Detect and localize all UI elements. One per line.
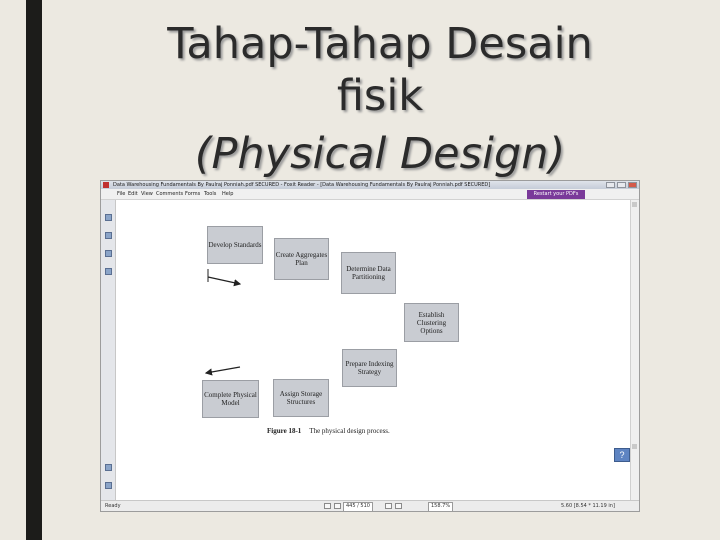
maximize-button[interactable] — [617, 182, 626, 188]
first-page-button[interactable] — [324, 503, 331, 509]
complete-physical-model-box: Complete Physical Model — [202, 380, 259, 418]
menu-file[interactable]: File — [117, 191, 126, 197]
determine-partitioning-box: Determine Data Partitioning — [341, 252, 396, 294]
scroll-up-arrow-icon[interactable] — [632, 202, 637, 207]
establish-clustering-box: Establish Clustering Options — [404, 303, 459, 342]
figure-label: Figure 18-1 — [267, 427, 302, 435]
last-page-button[interactable] — [395, 503, 402, 509]
vertical-scrollbar[interactable] — [630, 200, 639, 500]
zoom-field[interactable]: 158.7% — [428, 502, 454, 511]
arrow-left — [204, 366, 241, 376]
next-page-button[interactable] — [385, 503, 392, 509]
slide-title-line-2: fisik — [336, 71, 424, 121]
app-icon — [103, 182, 109, 188]
slide-title-line-1: Tahap-Tahap Desain — [167, 19, 593, 69]
help-icon[interactable]: ? — [614, 448, 630, 462]
slide-title-line-3: (Physical Design) — [194, 129, 566, 179]
window-title: Data Warehousing Fundamentals By Paulraj… — [113, 182, 491, 188]
page-number-field[interactable]: 445 / 510 — [343, 502, 373, 511]
menu-forms[interactable]: Forms — [185, 191, 201, 197]
signatures-panel-icon[interactable] — [105, 482, 112, 489]
window-titlebar[interactable]: Data Warehousing Fundamentals By Paulraj… — [101, 181, 639, 189]
menu-view[interactable]: View — [141, 191, 153, 197]
arrow-right — [207, 276, 242, 287]
restart-pdfs-button[interactable]: Restart your PDFs — [527, 190, 585, 199]
layers-panel-icon[interactable] — [105, 268, 112, 275]
menu-tools[interactable]: Tools — [204, 191, 217, 197]
minimize-button[interactable] — [606, 182, 615, 188]
pages-panel-icon[interactable] — [105, 214, 112, 221]
develop-standards-box: Develop Standards — [207, 226, 263, 264]
figure-caption: Figure 18-1 The physical design process. — [267, 427, 390, 435]
scroll-down-arrow-icon[interactable] — [632, 444, 637, 449]
security-panel-icon[interactable] — [105, 464, 112, 471]
figure-caption-text: The physical design process. — [309, 427, 390, 435]
menu-bar: File Edit View Comments Forms Tools Help — [101, 189, 639, 200]
bookmarks-panel-icon[interactable] — [105, 232, 112, 239]
attachments-panel-icon[interactable] — [105, 250, 112, 257]
prepare-indexing-box: Prepare Indexing Strategy — [342, 349, 397, 387]
assign-storage-box: Assign Storage Structures — [273, 379, 329, 417]
create-aggregates-box: Create Aggregates Plan — [274, 238, 329, 280]
pdf-reader-window: Data Warehousing Fundamentals By Paulraj… — [100, 180, 640, 512]
slide-left-accent-bar — [26, 0, 42, 540]
previous-page-button[interactable] — [334, 503, 341, 509]
navigation-side-panel — [101, 200, 116, 500]
menu-help[interactable]: Help — [222, 191, 234, 197]
menu-edit[interactable]: Edit — [128, 191, 138, 197]
menu-comments[interactable]: Comments — [156, 191, 184, 197]
status-bar: Ready 445 / 510 158.7% 5.60 [8.54 * 11.1… — [101, 500, 639, 511]
page-dimensions: 5.60 [8.54 * 11.19 in] — [561, 503, 615, 509]
status-ready: Ready — [105, 503, 121, 509]
close-button[interactable] — [628, 182, 637, 188]
